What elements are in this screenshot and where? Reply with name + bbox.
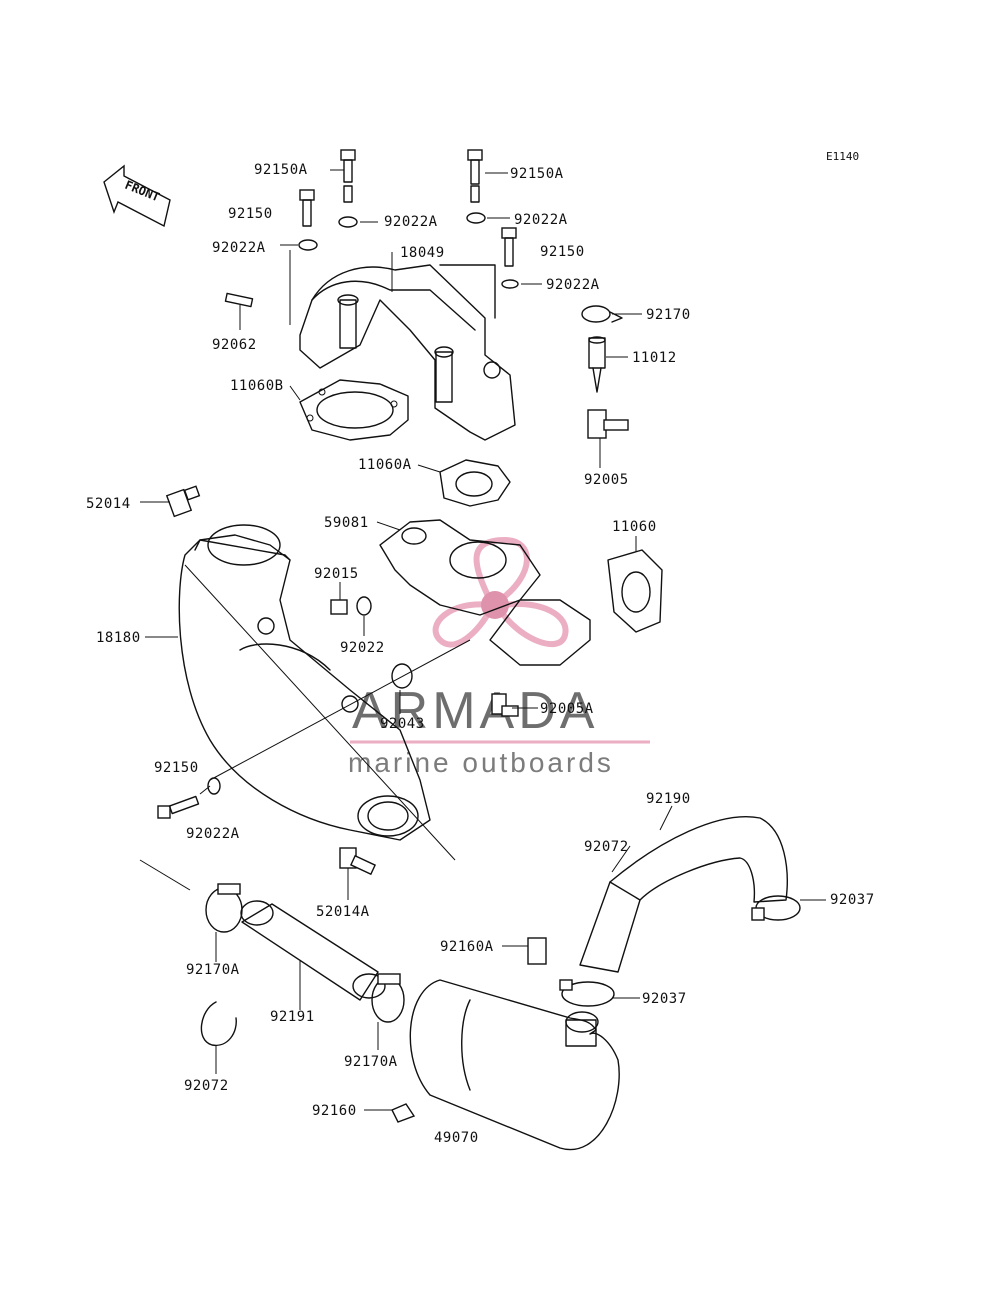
label-92170A-mid: 92170A (344, 1054, 398, 1070)
bolt-92150-left (299, 189, 315, 227)
washer-icon (298, 239, 318, 251)
label-plate-92160A (527, 937, 547, 965)
nut-92015 (330, 599, 348, 615)
fitting-52014A (339, 847, 377, 876)
washer-icon (338, 216, 358, 228)
label-92160: 92160 (312, 1103, 357, 1119)
label-92160A: 92160A (440, 939, 494, 955)
label-92005: 92005 (584, 472, 629, 488)
fitting-92005 (587, 409, 629, 439)
stud-92062 (224, 292, 254, 308)
label-92190: 92190 (646, 791, 691, 807)
clamp-92037-right (751, 895, 801, 921)
gasket-11060B (299, 379, 409, 441)
label-92150-low: 92150 (154, 760, 199, 776)
front-arrow-icon: FRONT (103, 164, 171, 228)
exhaust-pipe-18180 (178, 524, 431, 841)
label-11012: 11012 (632, 350, 677, 366)
bolt-92150A-right (467, 149, 483, 203)
gasket-11060A (439, 459, 511, 507)
label-11060B: 11060B (230, 378, 284, 394)
propeller-icon (432, 536, 569, 648)
label-92072-left: 92072 (184, 1078, 229, 1094)
label-92170: 92170 (646, 307, 691, 323)
label-92072-right: 92072 (584, 839, 629, 855)
spacer-92043 (391, 663, 413, 689)
label-92022A-d: 92022A (546, 277, 600, 293)
label-92022A-b: 92022A (514, 212, 568, 228)
label-92062: 92062 (212, 337, 257, 353)
label-92037-mid: 92037 (642, 991, 687, 1007)
label-92022A-a: 92022A (384, 214, 438, 230)
label-52014A: 52014A (316, 904, 370, 920)
label-92170A-left: 92170A (186, 962, 240, 978)
label-18180: 18180 (96, 630, 141, 646)
clamp-92037-mid (559, 979, 615, 1007)
jacket-59081 (379, 519, 591, 666)
hose-92191 (240, 900, 386, 1001)
watermark-brand: ARMADA (352, 682, 598, 740)
clamp-92170A-mid (371, 973, 405, 1023)
leader-lines (139, 169, 826, 1111)
clip-92072-left (200, 1001, 237, 1046)
label-49070: 49070 (434, 1130, 479, 1146)
gasket-11060 (607, 549, 663, 633)
label-11060: 11060 (612, 519, 657, 535)
label-92022A-c: 92022A (212, 240, 266, 256)
washer-92022 (356, 596, 372, 616)
exhaust-manifold-18049 (299, 264, 516, 441)
bolt-92150-right (501, 227, 517, 267)
label-92022: 92022 (340, 640, 385, 656)
label-92015: 92015 (314, 566, 359, 582)
label-59081: 59081 (324, 515, 369, 531)
label-92022A-low: 92022A (186, 826, 240, 842)
label-plate-92160 (391, 1103, 416, 1123)
label-92191: 92191 (270, 1009, 315, 1025)
valve-11012 (588, 336, 606, 393)
plug-52014 (165, 485, 201, 518)
washer-icon (501, 279, 519, 289)
label-11060A: 11060A (358, 457, 412, 473)
label-92005A: 92005A (540, 701, 594, 717)
tailpipe-92190 (579, 816, 788, 973)
label-92150-left: 92150 (228, 206, 273, 222)
watermark-tagline: marine outboards (348, 747, 614, 778)
watermark-logo: ARMADA marine outboards (348, 536, 650, 778)
label-92043: 92043 (380, 716, 425, 732)
clamp-92170A-left (205, 883, 243, 933)
bolt-92150A-left (340, 149, 356, 203)
label-92037-right: 92037 (830, 892, 875, 908)
muffler-49070 (409, 979, 620, 1151)
bolt-92150-low (157, 795, 200, 819)
fitting-92005A (491, 693, 519, 717)
label-92150A-right: 92150A (510, 166, 564, 182)
label-52014: 52014 (86, 496, 131, 512)
label-92150A-left: 92150A (254, 162, 308, 178)
label-18049: 18049 (400, 245, 445, 261)
washer-icon (466, 212, 486, 224)
diagram-code: E1140 (826, 150, 859, 163)
label-92150-right: 92150 (540, 244, 585, 260)
